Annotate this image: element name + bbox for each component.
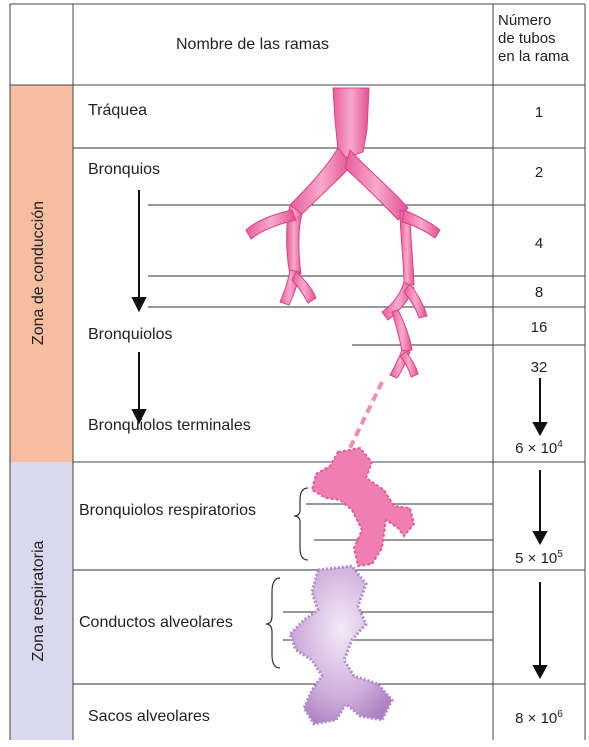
header-line-3: en la rama	[498, 48, 569, 66]
header-line-2: de tubos	[498, 30, 569, 48]
branch-name-alveolar-ducts: Conductos alveolares	[79, 615, 233, 631]
branch-name-respiratory-bronchioles: Bronquiolos respiratorios	[79, 503, 256, 519]
respiratory-bronchioles-graphic	[312, 448, 414, 566]
column-header-tube-count: Número de tubos en la rama	[498, 12, 569, 66]
count-respiratory: 5 × 105	[493, 550, 585, 566]
branch-name-alveolar-sacs: Sacos alveolares	[88, 709, 210, 725]
name-arrows	[133, 190, 145, 422]
branch-name-bronchioles: Bronquiolos	[88, 327, 173, 343]
count-terminal: 6 × 104	[493, 440, 585, 456]
respiratory-zone-label: Zona respiratoria	[30, 501, 48, 701]
count-8: 8	[493, 285, 585, 300]
number-arrows	[534, 378, 546, 677]
column-header-branch-names: Nombre de las ramas	[176, 37, 329, 53]
bronchial-tree	[246, 88, 440, 378]
count-sacs: 8 × 106	[493, 710, 585, 726]
header-line-1: Número	[498, 12, 569, 30]
count-trachea: 1	[493, 105, 585, 120]
dashed-connector	[350, 382, 382, 448]
branch-name-bronchi: Bronquios	[88, 162, 160, 178]
count-16: 16	[493, 320, 585, 335]
count-bronchi: 2	[493, 165, 585, 180]
branch-name-terminal-bronchioles: Bronquiolos terminales	[88, 418, 251, 434]
count-32: 32	[493, 360, 585, 375]
count-4: 4	[493, 236, 585, 251]
alveolar-sacs-graphic	[290, 566, 392, 724]
conduction-zone-label: Zona de conducción	[30, 173, 48, 373]
branch-name-trachea: Tráquea	[88, 103, 147, 119]
